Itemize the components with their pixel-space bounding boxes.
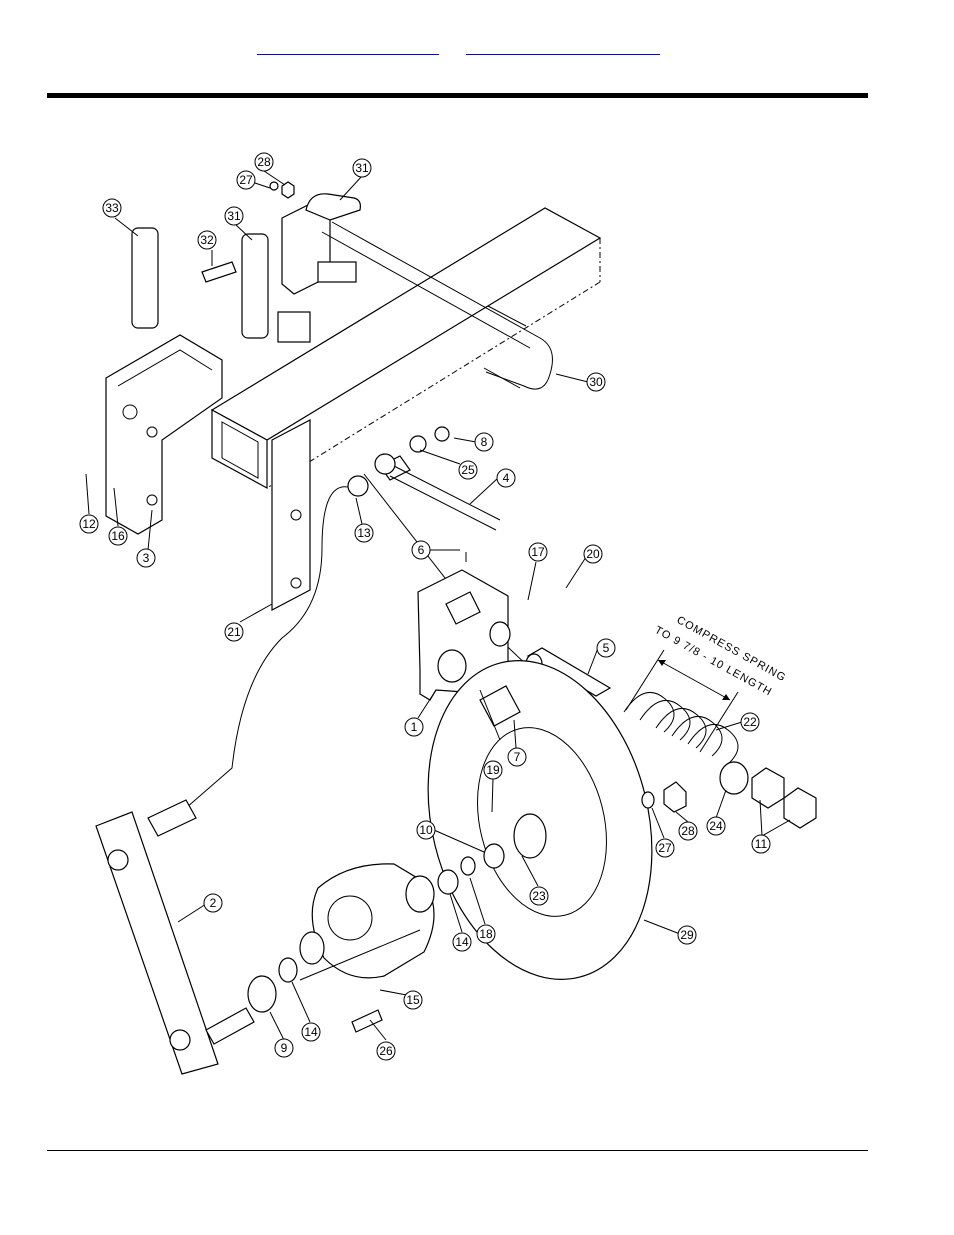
- callout-4: 4: [497, 469, 515, 487]
- svg-text:33: 33: [105, 201, 119, 215]
- callout-18: 18: [477, 925, 495, 943]
- clamp-plates: [132, 182, 360, 338]
- svg-text:28: 28: [681, 824, 695, 838]
- callout-28-top: 28: [255, 153, 273, 171]
- spring-compression-note: COMPRESS SPRING TO 9 7/8 - 10 LENGTH: [653, 614, 789, 699]
- svg-text:28: 28: [257, 155, 271, 169]
- callout-27-right: 27: [656, 839, 674, 857]
- svg-text:3: 3: [143, 551, 150, 565]
- callout-14-right: 14: [453, 933, 471, 951]
- callout-28-right: 28: [679, 822, 697, 840]
- svg-text:26: 26: [379, 1044, 393, 1058]
- svg-text:10: 10: [419, 823, 433, 837]
- svg-text:9: 9: [281, 1041, 288, 1055]
- svg-text:31: 31: [227, 209, 241, 223]
- callout-20: 20: [584, 545, 602, 563]
- side-plate: [106, 335, 222, 534]
- callout-3: 3: [137, 549, 155, 567]
- svg-text:14: 14: [304, 1025, 318, 1039]
- svg-text:1: 1: [411, 720, 418, 734]
- svg-text:7: 7: [514, 750, 521, 764]
- callout-22: 22: [741, 713, 759, 731]
- svg-text:20: 20: [586, 547, 600, 561]
- callout-11: 11: [752, 835, 770, 853]
- callout-1: 1: [405, 718, 423, 736]
- svg-text:27: 27: [658, 841, 672, 855]
- svg-text:21: 21: [227, 625, 241, 639]
- callout-23: 23: [530, 887, 548, 905]
- callout-17: 17: [529, 543, 547, 561]
- svg-text:14: 14: [455, 935, 469, 949]
- svg-text:18: 18: [479, 927, 493, 941]
- callout-30: 30: [587, 373, 605, 391]
- callout-31-right: 31: [353, 159, 371, 177]
- svg-text:25: 25: [461, 463, 475, 477]
- callout-8: 8: [475, 433, 493, 451]
- svg-text:30: 30: [589, 375, 603, 389]
- callout-19: 19: [484, 761, 502, 779]
- callout-16: 16: [109, 527, 127, 545]
- callout-24: 24: [707, 817, 725, 835]
- callout-5: 5: [597, 639, 615, 657]
- callout-21: 21: [225, 623, 243, 641]
- svg-text:29: 29: [680, 928, 694, 942]
- svg-text:5: 5: [603, 641, 610, 655]
- callout-27-top: 27: [237, 171, 255, 189]
- svg-text:13: 13: [357, 526, 371, 540]
- svg-text:4: 4: [503, 471, 510, 485]
- callout-15: 15: [404, 991, 422, 1009]
- callout-33: 33: [103, 199, 121, 217]
- svg-text:15: 15: [406, 993, 420, 1007]
- svg-text:17: 17: [531, 545, 545, 559]
- callout-26: 26: [377, 1042, 395, 1060]
- svg-text:22: 22: [743, 715, 757, 729]
- callout-32: 32: [198, 231, 216, 249]
- svg-text:12: 12: [82, 517, 96, 531]
- svg-text:11: 11: [755, 837, 768, 851]
- svg-text:27: 27: [239, 173, 253, 187]
- svg-text:6: 6: [418, 543, 425, 557]
- svg-text:2: 2: [210, 896, 217, 910]
- svg-text:31: 31: [355, 161, 369, 175]
- svg-text:8: 8: [481, 435, 488, 449]
- callout-31-left: 31: [225, 207, 243, 225]
- callout-29: 29: [678, 926, 696, 944]
- callout-13: 13: [355, 524, 373, 542]
- callout-2: 2: [204, 894, 222, 912]
- square-tube: [212, 208, 600, 488]
- svg-text:19: 19: [486, 763, 500, 777]
- callout-12: 12: [80, 515, 98, 533]
- svg-text:32: 32: [200, 233, 214, 247]
- callout-10: 10: [417, 821, 435, 839]
- callout-7: 7: [508, 748, 526, 766]
- svg-text:23: 23: [532, 889, 546, 903]
- svg-text:16: 16: [111, 529, 125, 543]
- callout-9: 9: [275, 1039, 293, 1057]
- svg-text:24: 24: [709, 819, 723, 833]
- disc-blade: [396, 637, 684, 1004]
- callout-25: 25: [459, 461, 477, 479]
- callout-6: 6: [412, 541, 430, 559]
- callout-14-left: 14: [302, 1023, 320, 1041]
